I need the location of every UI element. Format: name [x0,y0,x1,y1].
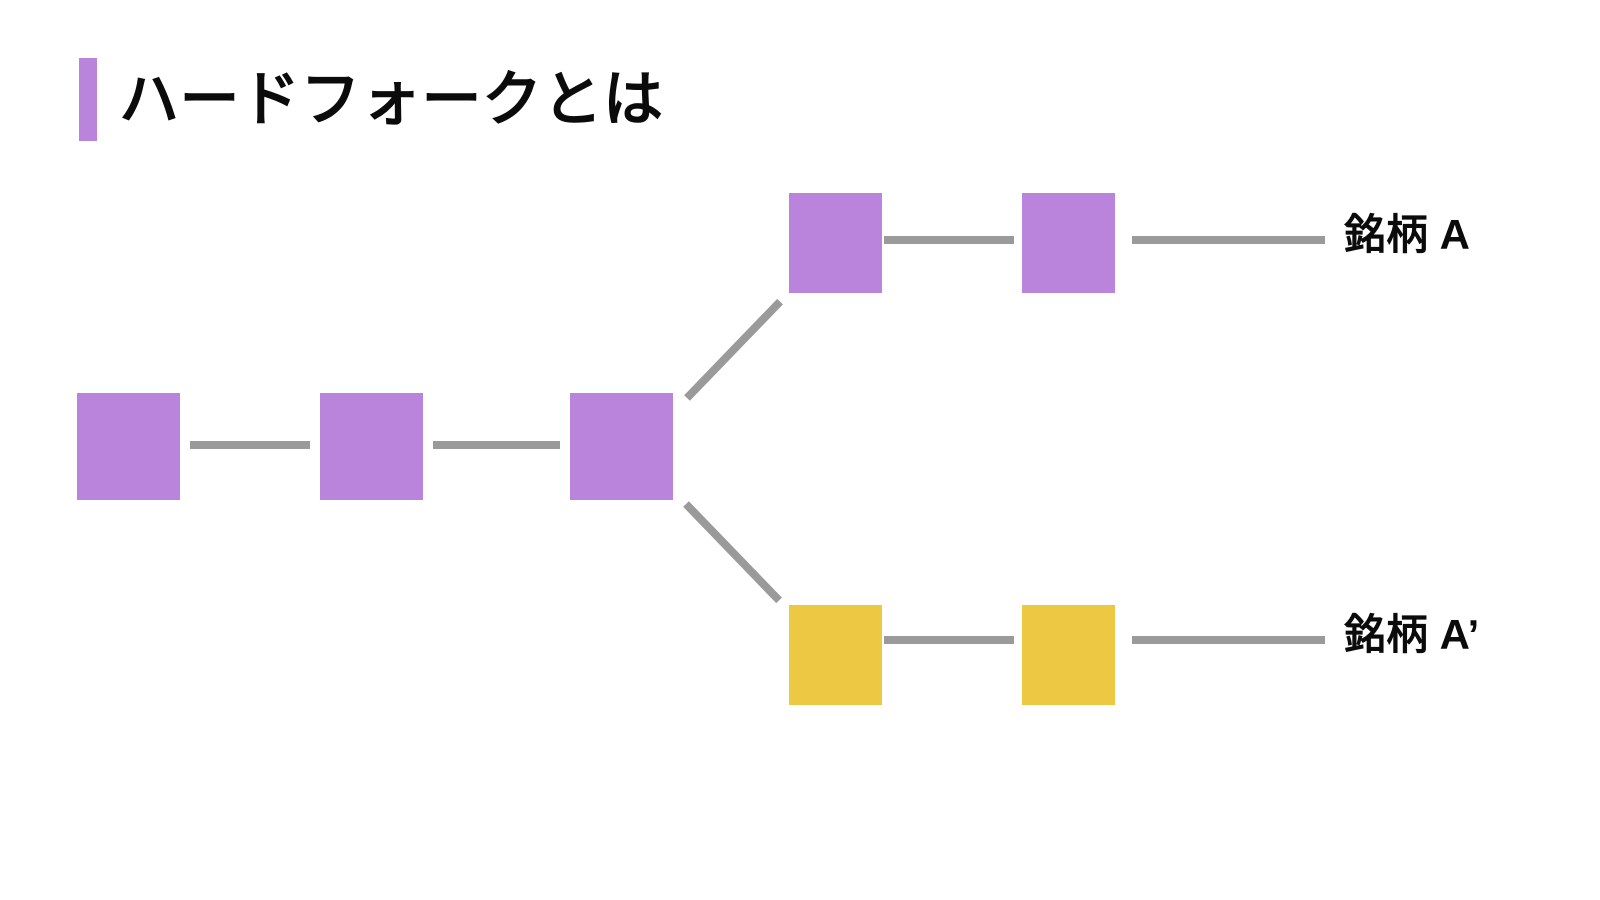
title-accent-bar [79,58,97,141]
main-chain-connector-1 [190,441,310,449]
main-chain-fork-block [570,393,673,500]
title-text: ハードフォークとは [119,65,664,133]
lower-branch-block-2 [1022,605,1115,705]
lower-branch-block-1 [789,605,882,705]
upper-branch-connector-1 [884,236,1014,244]
main-chain-block-2 [320,393,423,500]
fork-diagonal-upper [684,298,783,401]
lower-branch-label-connector [1132,636,1325,644]
upper-branch-label-connector [1132,236,1325,244]
lower-branch-label: 銘柄 A’ [1344,611,1480,658]
main-chain-connector-2 [433,441,560,449]
fork-diagonal-lower [683,501,782,604]
upper-branch-block-2 [1022,193,1115,293]
main-chain-block-1 [77,393,180,500]
lower-branch-connector-1 [884,636,1014,644]
upper-branch-block-1 [789,193,882,293]
upper-branch-label: 銘柄 A [1344,211,1471,258]
page-title: ハードフォークとは [79,58,664,141]
